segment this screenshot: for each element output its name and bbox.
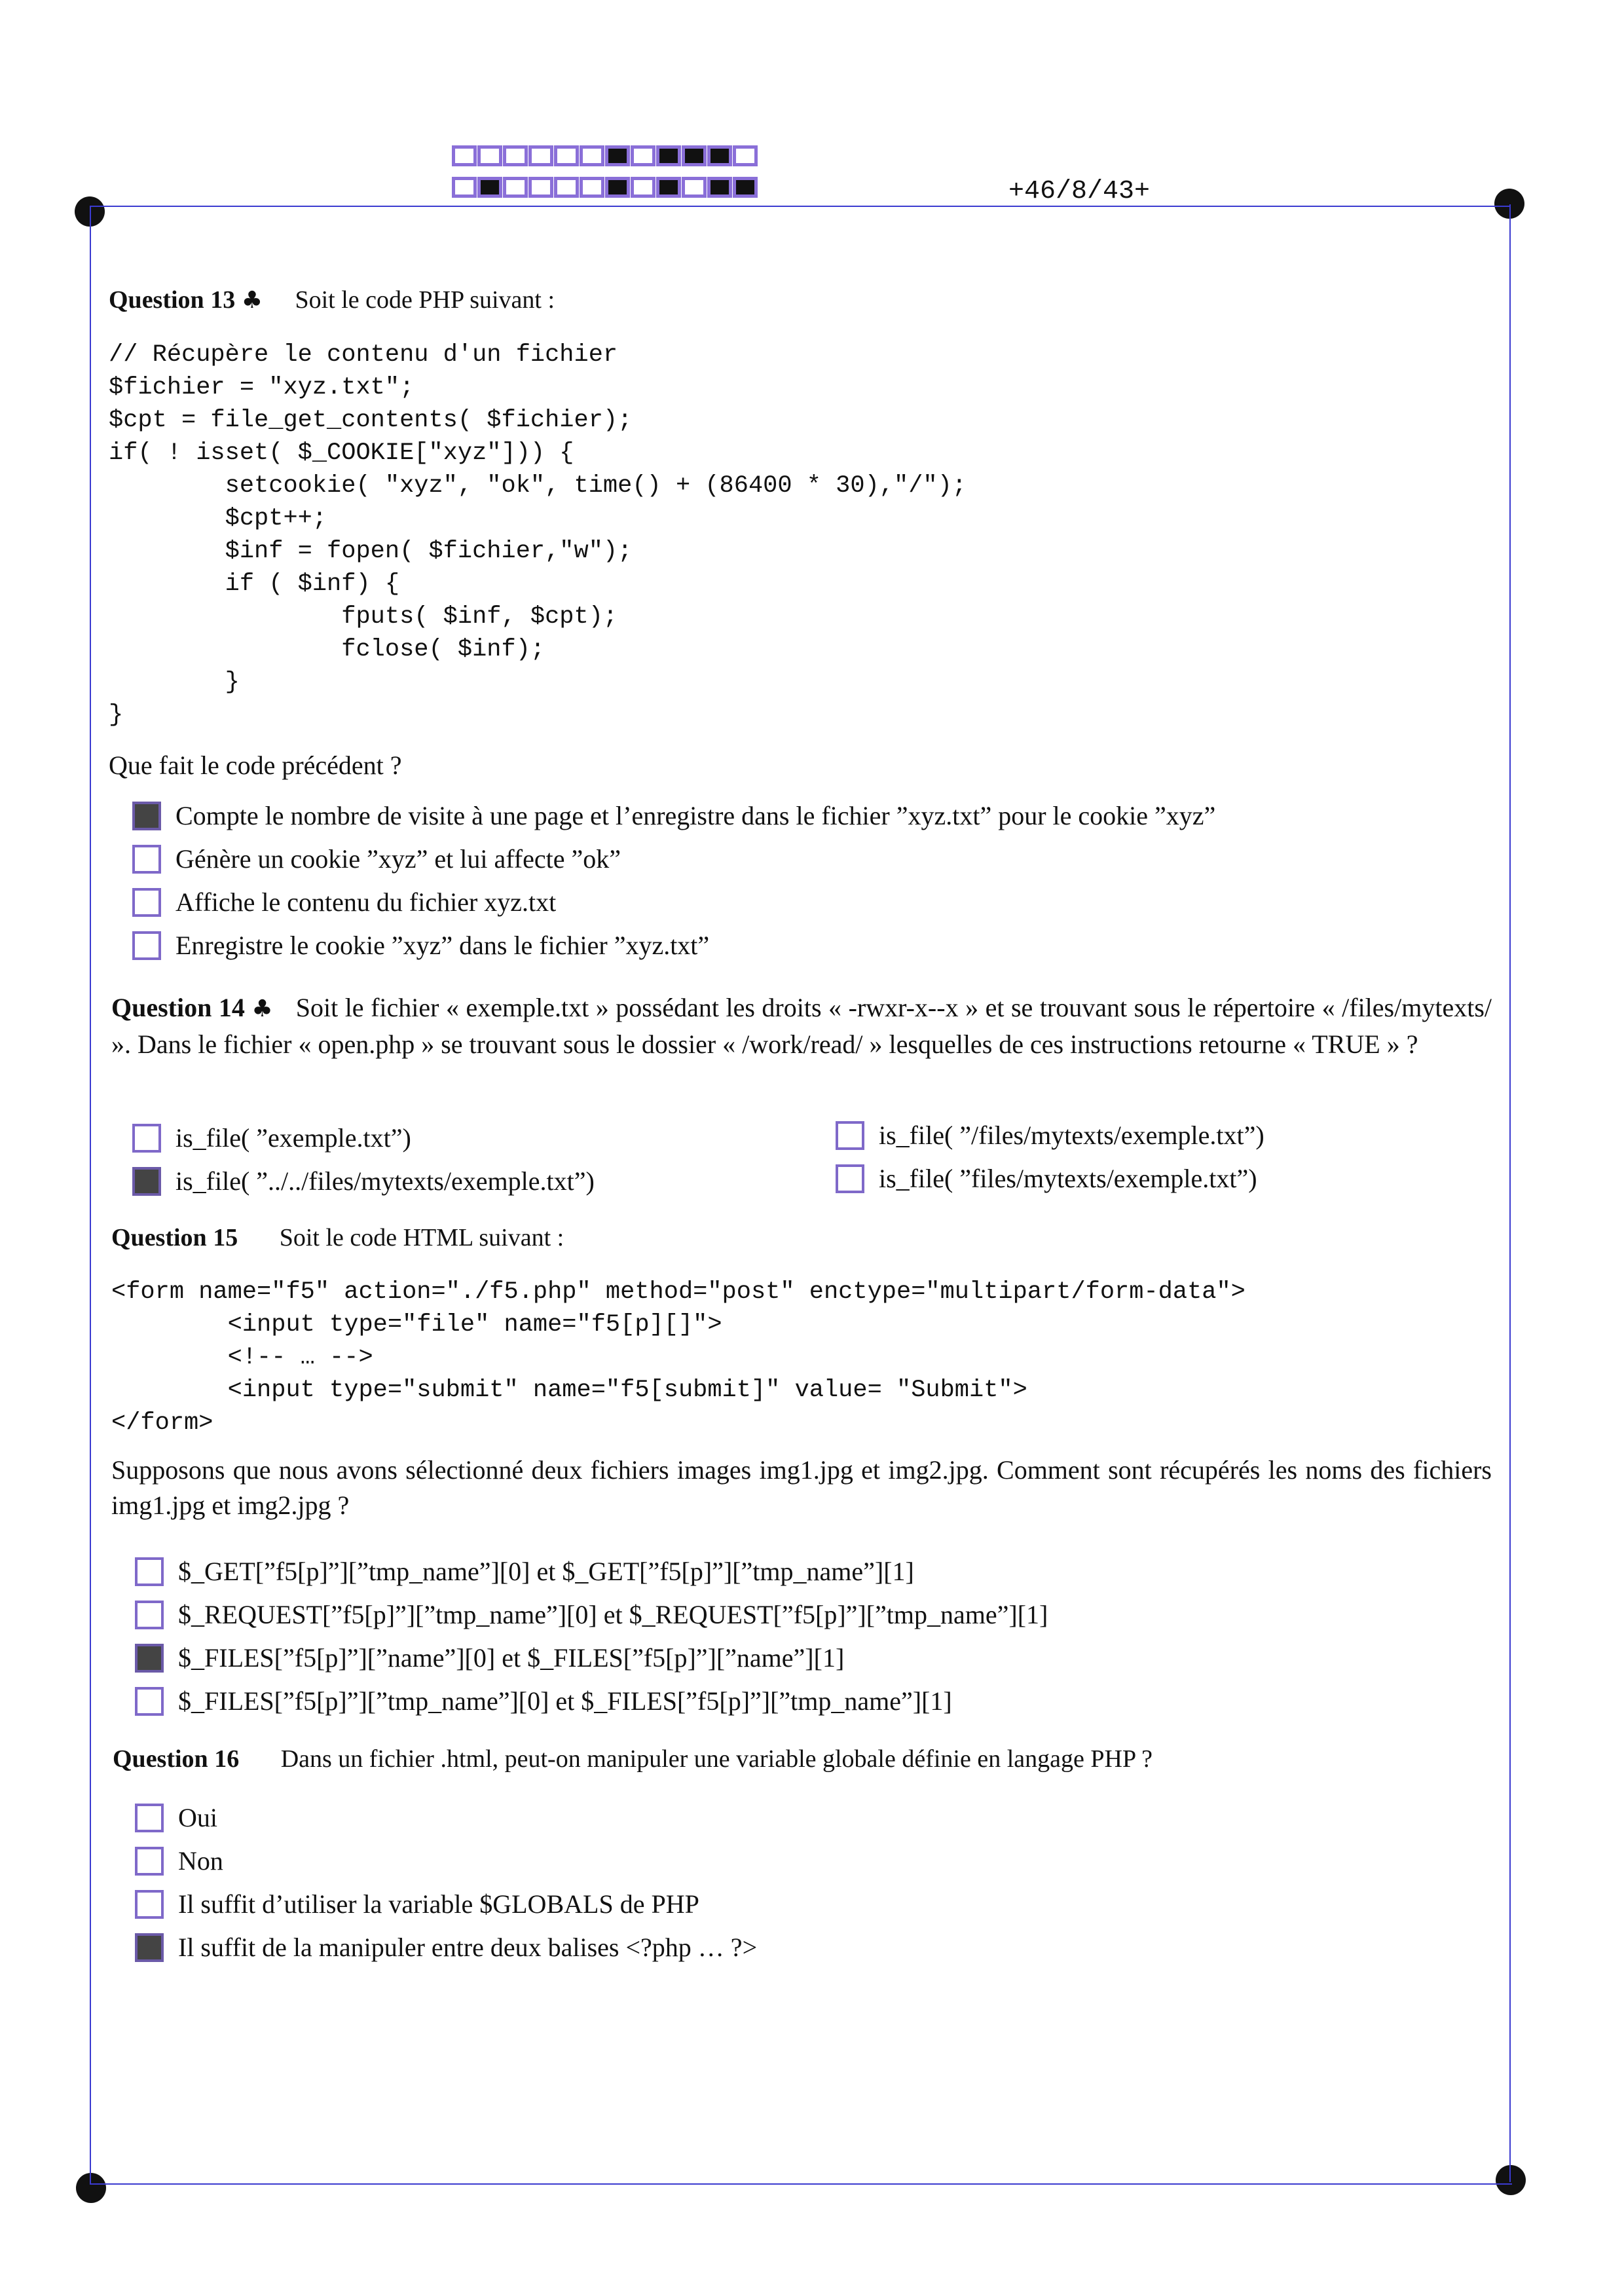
code-cell <box>682 145 707 166</box>
q15-prompt: Soit le code HTML suivant : <box>279 1224 564 1251</box>
answer-checkbox[interactable] <box>132 887 161 917</box>
q14-block: Question 14 ♣ Soit le fichier « exemple.… <box>111 990 1492 1062</box>
code-cell <box>733 145 758 166</box>
answer-label: Génère un cookie ”xyz” et lui affecte ”o… <box>175 844 621 874</box>
code-cell <box>656 177 681 198</box>
q13-answer-1[interactable]: Compte le nombre de visite à une page et… <box>132 800 1215 831</box>
code-cell <box>477 177 502 198</box>
q15-answer-4[interactable]: $_FILES[”f5[p]”][”tmp_name”][0] et $_FIL… <box>135 1686 952 1716</box>
answer-label: Il suffit de la manipuler entre deux bal… <box>178 1933 758 1962</box>
code-cell <box>733 177 758 198</box>
club-icon: ♣ <box>251 995 274 1022</box>
q16-answer-4[interactable]: Il suffit de la manipuler entre deux bal… <box>135 1932 757 1963</box>
q15-answer-2[interactable]: $_REQUEST[”f5[p]”][”tmp_name”][0] et $_R… <box>135 1599 1048 1630</box>
answer-checkbox[interactable] <box>135 1643 164 1673</box>
answer-label: Non <box>178 1846 223 1876</box>
binary-code-row-2 <box>452 177 758 198</box>
code-cell <box>707 177 732 198</box>
answer-label: $_FILES[”f5[p]”][”tmp_name”][0] et $_FIL… <box>178 1686 952 1716</box>
q13-code-block: // Récupère le contenu d'un fichier $fic… <box>109 341 967 729</box>
answer-checkbox[interactable] <box>135 1889 164 1919</box>
q15-question: Supposons que nous avons sélectionné deu… <box>111 1455 1492 1520</box>
code-cell <box>554 145 579 166</box>
q14-label: Question 14 <box>111 993 245 1022</box>
code-cell <box>528 177 553 198</box>
q13-answer-4[interactable]: Enregistre le cookie ”xyz” dans le fichi… <box>132 930 709 961</box>
page-id: +46/8/43+ <box>1008 177 1151 206</box>
code-cell <box>554 177 579 198</box>
corner-mark-bottom-right <box>1496 2165 1526 2195</box>
answer-checkbox[interactable] <box>132 931 161 960</box>
q14-answer-1[interactable]: is_file( ”exemple.txt”) <box>132 1122 411 1153</box>
code-cell <box>452 145 477 166</box>
code-cell <box>503 145 528 166</box>
frame-left <box>90 207 91 2185</box>
code-cell <box>503 177 528 198</box>
answer-label: is_file( ”../../files/mytexts/exemple.tx… <box>175 1166 595 1196</box>
answer-label: Oui <box>178 1803 217 1832</box>
code-cell <box>452 177 477 198</box>
answer-checkbox[interactable] <box>135 1846 164 1876</box>
q16-title: Question 16 Dans un fichier .html, peut-… <box>113 1745 1153 1773</box>
binary-code-row-1 <box>452 145 758 166</box>
code-cell <box>707 145 732 166</box>
q13-question: Que fait le code précédent ? <box>109 750 402 780</box>
q14-prompt: Soit le fichier « exemple.txt » possédan… <box>111 993 1492 1059</box>
answer-checkbox[interactable] <box>135 1933 164 1962</box>
q15-answer-1[interactable]: $_GET[”f5[p]”][”tmp_name”][0] et $_GET[”… <box>135 1556 914 1587</box>
answer-checkbox[interactable] <box>135 1600 164 1629</box>
q14-answer-4[interactable]: is_file( ”files/mytexts/exemple.txt”) <box>836 1163 1257 1194</box>
q16-prompt: Dans un fichier .html, peut-on manipuler… <box>280 1745 1153 1773</box>
q15-answer-3[interactable]: $_FILES[”f5[p]”][”name”][0] et $_FILES[”… <box>135 1642 844 1673</box>
frame-top <box>90 206 1511 207</box>
answer-label: $_GET[”f5[p]”][”tmp_name”][0] et $_GET[”… <box>178 1557 914 1586</box>
code-cell <box>528 145 553 166</box>
q13-answer-3[interactable]: Affiche le contenu du fichier xyz.txt <box>132 887 556 917</box>
corner-mark-bottom-left <box>76 2173 106 2203</box>
answer-label: is_file( ”/files/mytexts/exemple.txt”) <box>879 1120 1264 1150</box>
q14-answer-3[interactable]: is_file( ”../../files/mytexts/exemple.tx… <box>132 1166 595 1196</box>
q13-label: Question 13 <box>109 286 236 314</box>
answer-checkbox[interactable] <box>132 801 161 830</box>
answer-label: Compte le nombre de visite à une page et… <box>175 801 1216 830</box>
answer-label: is_file( ”exemple.txt”) <box>175 1123 411 1153</box>
q16-answer-3[interactable]: Il suffit d’utiliser la variable $GLOBAL… <box>135 1889 699 1919</box>
frame-right <box>1509 204 1511 2182</box>
q13-prompt: Soit le code PHP suivant : <box>295 286 555 314</box>
club-icon: ♣ <box>241 287 263 314</box>
q16-answer-2[interactable]: Non <box>135 1845 223 1876</box>
answer-label: $_FILES[”f5[p]”][”name”][0] et $_FILES[”… <box>178 1643 845 1673</box>
code-cell <box>631 177 655 198</box>
code-cell <box>477 145 502 166</box>
answer-label: is_file( ”files/mytexts/exemple.txt”) <box>879 1164 1257 1193</box>
answer-label: Enregistre le cookie ”xyz” dans le fichi… <box>175 931 710 960</box>
code-cell <box>682 177 707 198</box>
q13-answer-2[interactable]: Génère un cookie ”xyz” et lui affecte ”o… <box>132 843 621 874</box>
frame-bottom <box>91 2183 1512 2185</box>
code-cell <box>656 145 681 166</box>
answer-checkbox[interactable] <box>836 1120 864 1150</box>
code-cell <box>605 177 630 198</box>
q16-label: Question 16 <box>113 1745 240 1773</box>
answer-label: Affiche le contenu du fichier xyz.txt <box>175 887 557 917</box>
q14-answer-2[interactable]: is_file( ”/files/mytexts/exemple.txt”) <box>836 1120 1264 1151</box>
answer-checkbox[interactable] <box>836 1164 864 1193</box>
answer-label: Il suffit d’utiliser la variable $GLOBAL… <box>178 1889 699 1919</box>
code-cell <box>580 177 604 198</box>
code-cell <box>605 145 630 166</box>
q13-title: Question 13 ♣ Soit le code PHP suivant : <box>109 286 555 314</box>
code-cell <box>631 145 655 166</box>
answer-checkbox[interactable] <box>132 844 161 874</box>
answer-label: $_REQUEST[”f5[p]”][”tmp_name”][0] et $_R… <box>178 1600 1048 1629</box>
answer-checkbox[interactable] <box>132 1123 161 1153</box>
answer-checkbox[interactable] <box>135 1803 164 1832</box>
q15-code-block: <form name="f5" action="./f5.php" method… <box>111 1278 1246 1437</box>
q15-title: Question 15 Soit le code HTML suivant : <box>111 1223 564 1252</box>
answer-checkbox[interactable] <box>132 1166 161 1196</box>
answer-checkbox[interactable] <box>135 1557 164 1586</box>
answer-checkbox[interactable] <box>135 1686 164 1716</box>
q16-answer-1[interactable]: Oui <box>135 1802 217 1833</box>
code-cell <box>580 145 604 166</box>
q15-label: Question 15 <box>111 1224 238 1251</box>
